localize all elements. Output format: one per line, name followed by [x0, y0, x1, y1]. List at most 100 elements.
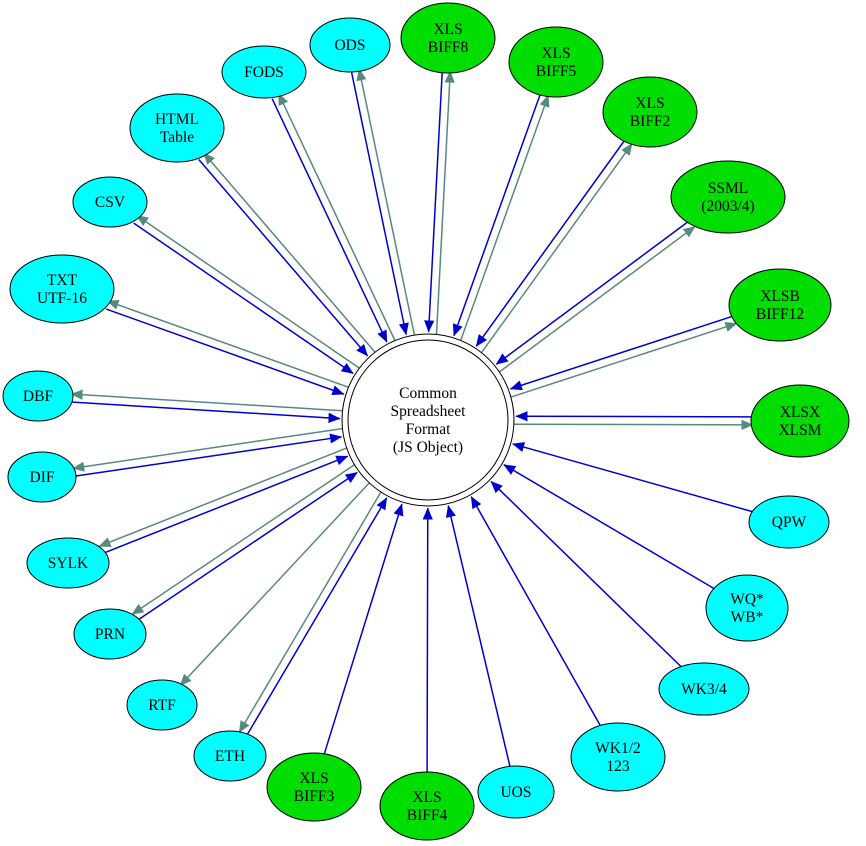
node-shape-rtf [126, 679, 198, 731]
edge-write-xls-biff5 [460, 94, 550, 341]
node-label-prn: PRN [95, 626, 125, 643]
node-label-ssml: SSML(2003/4) [701, 180, 754, 215]
node-shape-wk34 [658, 662, 750, 716]
node-label-dbf: DBF [23, 388, 54, 405]
node-shape-xls-biff2 [602, 76, 698, 148]
edge-write-prn [131, 464, 355, 616]
node-uos: UOS [477, 765, 555, 819]
node-label-dif: DIF [30, 469, 55, 486]
edge-read-wk34 [490, 480, 682, 668]
edge-read-xls-biff4 [422, 507, 433, 773]
edge-write-ods [356, 68, 416, 336]
node-label-sylk: SYLK [48, 555, 89, 572]
node-shape-csv [72, 176, 148, 228]
node-shape-wk12 [570, 722, 666, 792]
edge-write-txt-utf16 [106, 299, 349, 388]
node-shape-prn [73, 608, 147, 660]
node-sylk: SYLK [26, 537, 110, 589]
edge-read-sylk [103, 455, 349, 554]
node-shape-sylk [26, 537, 110, 589]
edge-read-qpw [512, 442, 753, 513]
edge-read-dbf [72, 401, 341, 423]
node-fods: FODS [221, 45, 307, 99]
node-label-wq-wb: WQ*WB* [730, 591, 764, 626]
edge-read-uos [445, 505, 511, 767]
node-label-qpw: QPW [772, 514, 807, 531]
edge-write-rtf [179, 482, 370, 687]
node-shape-xls-biff8 [400, 2, 496, 74]
edge-read-txt-utf16 [106, 308, 345, 396]
node-prn: PRN [73, 608, 147, 660]
edge-write-xls-biff8 [435, 70, 455, 335]
edge-read-xlsx [515, 411, 752, 422]
center-inner-circle [347, 339, 509, 501]
edge-read-xls-biff5 [452, 94, 541, 337]
edge-write-dbf [70, 389, 343, 412]
node-shape-eth [193, 730, 267, 782]
node-shape-dif [7, 451, 77, 503]
node-label-rtf: RTF [148, 697, 176, 714]
edge-write-html-table [202, 152, 376, 353]
edge-read-dif [75, 433, 343, 477]
edge-read-ssml [495, 220, 690, 365]
node-shape-txt-utf16 [9, 254, 115, 324]
node-rtf: RTF [126, 679, 198, 731]
node-label-uos: UOS [500, 784, 531, 801]
node-ods: ODS [309, 17, 391, 73]
node-csv: CSV [72, 176, 148, 228]
edge-read-eth [246, 497, 388, 736]
node-shape-xlsb [728, 268, 832, 342]
edge-read-csv [133, 222, 354, 375]
edge-read-fods [271, 98, 388, 343]
node-shape-fods [221, 45, 307, 99]
node-label-ods: ODS [334, 37, 365, 54]
edge-read-ods [350, 72, 409, 336]
node-wq-wb: WQ*WB* [705, 574, 789, 642]
node-label-wk34: WK3/4 [681, 681, 727, 698]
edge-read-prn [137, 471, 358, 621]
edge-read-wq-wb [503, 464, 715, 590]
edge-write-dif [72, 427, 343, 472]
edge-write-xls-biff2 [480, 143, 633, 354]
node-dbf: DBF [2, 370, 74, 422]
node-shape-xls-biff3 [266, 752, 362, 822]
edge-read-html-table [198, 158, 369, 357]
node-shape-dbf [2, 370, 74, 422]
node-label-fods: FODS [244, 64, 284, 81]
node-ssml: SSML(2003/4) [670, 160, 786, 234]
node-wk34: WK3/4 [658, 662, 750, 716]
node-shape-ssml [670, 160, 786, 234]
edge-write-fods [277, 92, 396, 341]
edge-write-xlsb [510, 322, 738, 398]
edge-write-sylk [98, 447, 347, 548]
edges-layer [70, 68, 754, 773]
node-shape-qpw [748, 495, 830, 549]
node-shape-ods [309, 17, 391, 73]
edge-write-ssml [498, 225, 696, 373]
node-shape-html-table [129, 93, 225, 163]
node-label-csv: CSV [95, 194, 126, 211]
